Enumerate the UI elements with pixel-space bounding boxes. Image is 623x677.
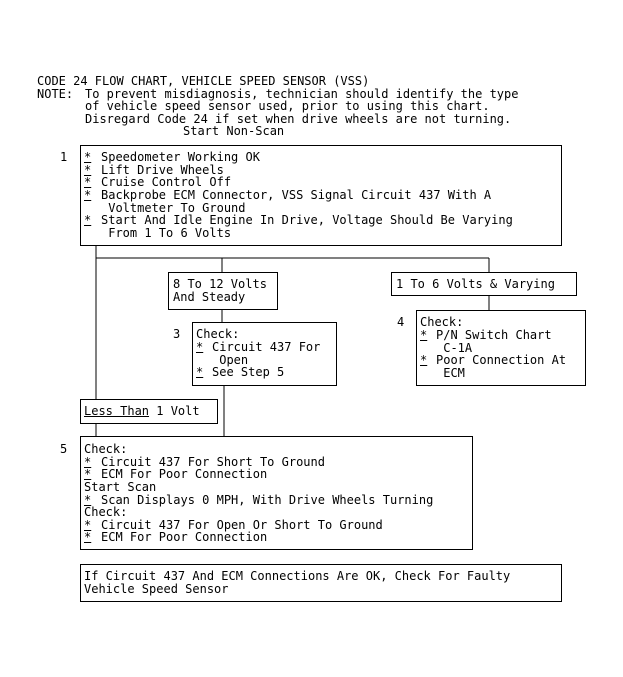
step5-box: Check: * Circuit 437 For Short To Ground…	[80, 436, 473, 550]
step5-scan-mode: Start Scan	[84, 480, 157, 494]
step1-item-2: Lift Drive Wheels	[101, 163, 224, 177]
step5-bullet-3: *	[84, 493, 92, 507]
step4-box: Check: * P/N Switch Chart C-1A * Poor Co…	[416, 310, 586, 386]
step5-heading-2: Check:	[84, 505, 128, 519]
result-1-6-volts-box: 1 To 6 Volts & Varying	[391, 272, 577, 296]
final-result-text: If Circuit 437 And ECM Connections Are O…	[84, 569, 511, 596]
result-1-6-volts: 1 To 6 Volts & Varying	[396, 277, 555, 291]
note-line-2: of vehicle speed sensor used, prior to u…	[85, 99, 490, 113]
final-result-box: If Circuit 437 And ECM Connections Are O…	[80, 564, 562, 602]
step3-heading: Check:	[196, 327, 240, 341]
step1-item-3: Cruise Control Off	[101, 175, 232, 189]
step3-box: Check: * Circuit 437 For Open * See Step…	[192, 322, 337, 386]
less-than-1-volt-label: Less Than 1 Volt	[84, 404, 200, 418]
step1-box: * Speedometer Working OK * Lift Drive Wh…	[80, 145, 562, 246]
step3-item-2: See Step 5	[212, 365, 285, 379]
step5-bullet-5: *	[84, 530, 92, 544]
step4-item-2: Poor Connection At ECM	[436, 353, 567, 380]
step5-group1-item-1: Circuit 437 For Short To Ground	[101, 455, 325, 469]
step5-number: 5	[60, 442, 68, 456]
step3-item-1: Circuit 437 For Open	[212, 340, 321, 367]
step1-number: 1	[60, 150, 68, 164]
step1-item-1: Speedometer Working OK	[101, 150, 260, 164]
step3-bullet-2: *	[196, 365, 204, 379]
note-line-1: To prevent misdiagnosis, technician shou…	[85, 87, 519, 101]
step4-bullet-1: *	[420, 328, 428, 342]
note-line-3: Disregard Code 24 if set when drive whee…	[85, 112, 512, 126]
step5-scan-condition: Scan Displays 0 MPH, With Drive Wheels T…	[101, 493, 434, 507]
step4-heading: Check:	[420, 315, 464, 329]
step4-bullet-2: *	[420, 353, 428, 367]
step1-item-5: Start And Idle Engine In Drive, Voltage …	[101, 213, 513, 240]
step5-bullet-4: *	[84, 518, 92, 532]
start-mode-label: Start Non-Scan	[183, 124, 285, 138]
step3-bullet-1: *	[196, 340, 204, 354]
step1-bullet-2: *	[84, 163, 92, 177]
step5-group2-item-1: Circuit 437 For Open Or Short To Ground	[101, 518, 383, 532]
step1-item-4: Backprobe ECM Connector, VSS Signal Circ…	[101, 188, 492, 215]
chart-title: CODE 24 FLOW CHART, VEHICLE SPEED SENSOR…	[37, 74, 370, 88]
step5-group1-item-2: ECM For Poor Connection	[101, 467, 268, 481]
step5-group2-item-2: ECM For Poor Connection	[101, 530, 268, 544]
less-than-1-volt-box: Less Than 1 Volt	[80, 399, 218, 424]
step5-heading-1: Check:	[84, 442, 128, 456]
step1-bullet-3: *	[84, 175, 92, 189]
step4-number: 4	[397, 315, 405, 329]
step5-bullet-1: *	[84, 455, 92, 469]
result-8-12-volts: 8 To 12 Volts And Steady	[173, 277, 267, 304]
step4-item-1: P/N Switch Chart C-1A	[436, 328, 552, 355]
step1-bullet-1: *	[84, 150, 92, 164]
step1-bullet-4: *	[84, 188, 92, 202]
step3-number: 3	[173, 327, 181, 341]
result-8-12-volts-box: 8 To 12 Volts And Steady	[168, 272, 278, 310]
step1-bullet-5: *	[84, 213, 92, 227]
note-label: NOTE:	[37, 87, 74, 101]
step5-bullet-2: *	[84, 467, 92, 481]
